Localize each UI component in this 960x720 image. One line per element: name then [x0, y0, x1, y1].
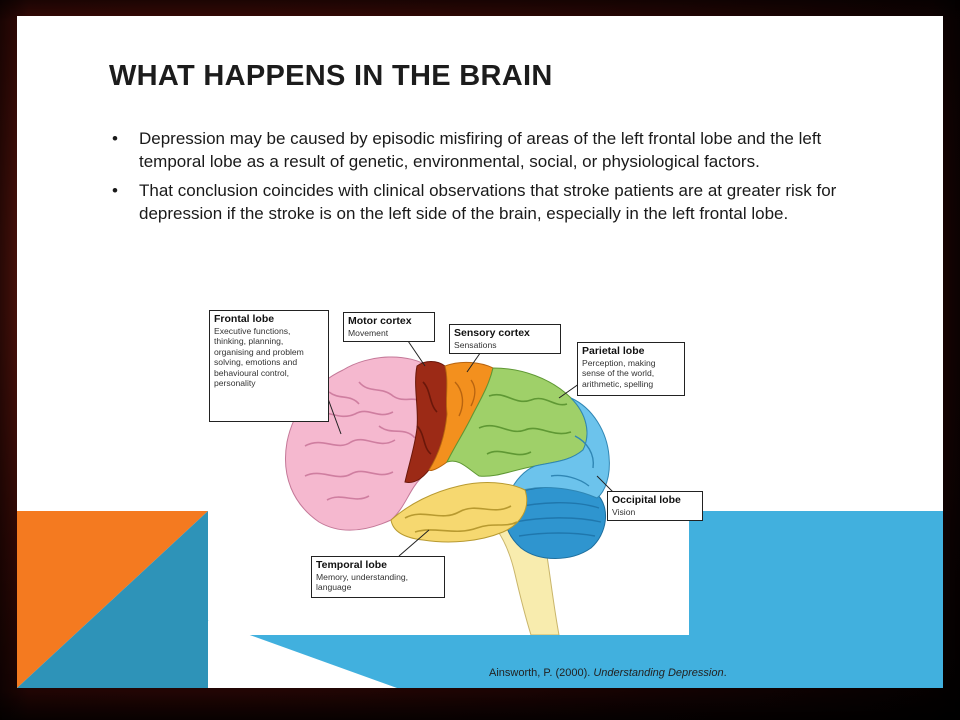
- citation: Ainsworth, P. (2000). Understanding Depr…: [489, 667, 727, 679]
- decorative-background-shapes: [17, 511, 943, 688]
- bullet-list: • Depression may be caused by episodic m…: [109, 128, 869, 232]
- occipital-lobe-title: Occipital lobe: [612, 494, 681, 506]
- motor-cortex-title: Motor cortex: [348, 315, 412, 327]
- citation-prefix: Ainsworth, P. (2000).: [489, 667, 594, 679]
- blue-block-right: [689, 511, 943, 688]
- teal-triangle: [17, 511, 208, 688]
- parietal-lobe-description: Perception, making sense of the world, a…: [582, 358, 656, 389]
- sensory-cortex-description: Sensations: [454, 340, 497, 350]
- parietal-lobe-caption: Parietal lobe Perception, making sense o…: [577, 342, 685, 396]
- temporal-lobe-title: Temporal lobe: [316, 559, 387, 571]
- bullet-symbol: •: [112, 129, 118, 148]
- bullet-item: • Depression may be caused by episodic m…: [109, 128, 869, 173]
- temporal-lobe-caption: Temporal lobe Memory, understanding, lan…: [311, 556, 445, 598]
- citation-title: Understanding Depression: [593, 667, 724, 679]
- slide: WHAT HAPPENS IN THE BRAIN • Depression m…: [17, 16, 943, 688]
- brain-diagram: Frontal lobe Executive functions, thinki…: [209, 286, 703, 635]
- sensory-cortex-title: Sensory cortex: [454, 327, 530, 339]
- bullet-item: • That conclusion coincides with clinica…: [109, 180, 869, 225]
- sensory-cortex-caption: Sensory cortex Sensations: [449, 324, 561, 354]
- bullet-text: Depression may be caused by episodic mis…: [139, 129, 822, 171]
- bullet-symbol: •: [112, 181, 118, 200]
- bullet-text: That conclusion coincides with clinical …: [139, 181, 837, 223]
- frontal-lobe-title: Frontal lobe: [214, 313, 275, 325]
- motor-cortex-description: Movement: [348, 328, 389, 338]
- motor-cortex-caption: Motor cortex Movement: [343, 312, 435, 342]
- temporal-lobe-description: Memory, understanding, language: [316, 572, 409, 593]
- occipital-lobe-description: Vision: [612, 507, 636, 517]
- occipital-lobe-caption: Occipital lobe Vision: [607, 491, 703, 521]
- frontal-lobe-caption: Frontal lobe Executive functions, thinki…: [209, 310, 329, 422]
- slide-title: WHAT HAPPENS IN THE BRAIN: [109, 60, 553, 92]
- frontal-lobe-description: Executive functions, thinking, planning,…: [214, 326, 304, 389]
- citation-suffix: .: [723, 667, 727, 679]
- parietal-lobe-title: Parietal lobe: [582, 345, 645, 357]
